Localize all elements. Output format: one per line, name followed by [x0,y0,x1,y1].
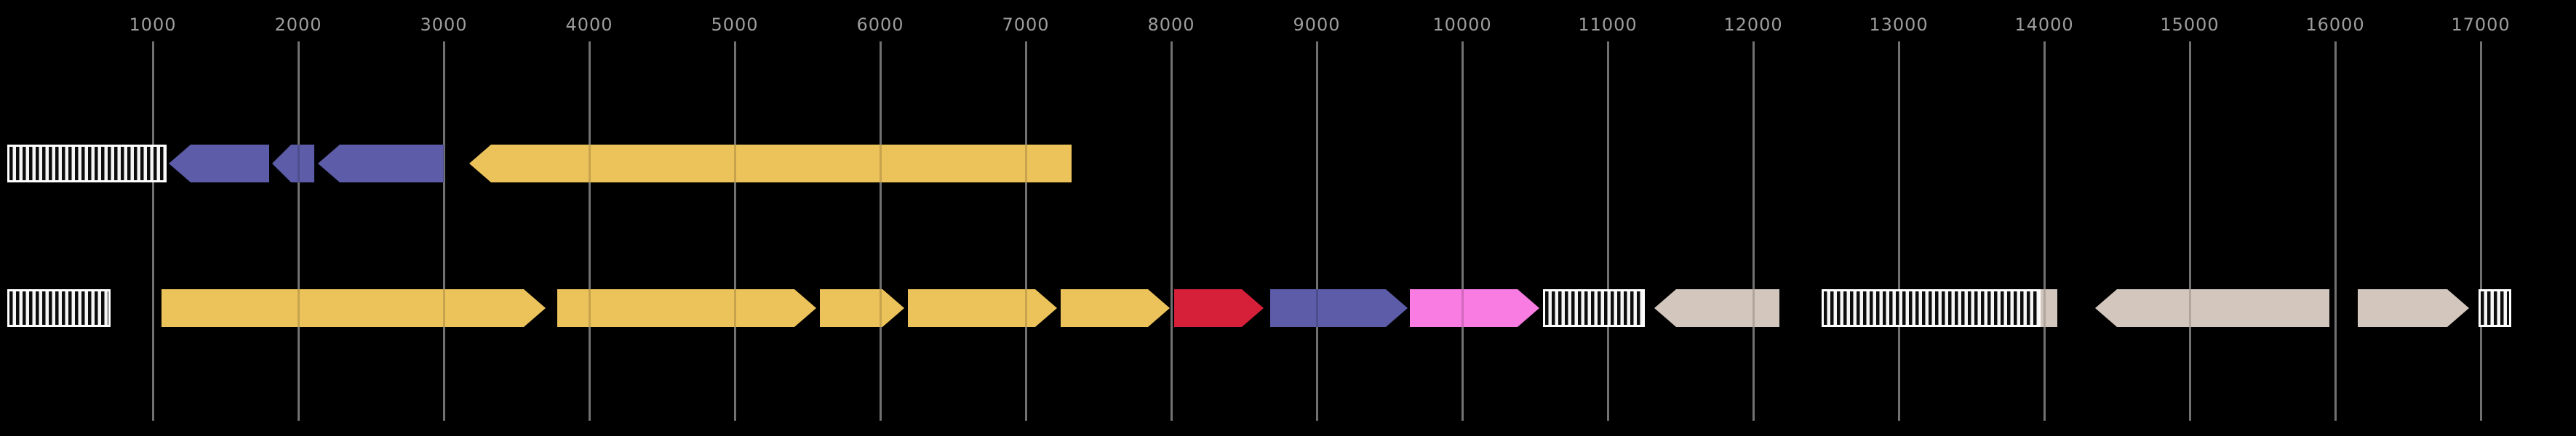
axis-gridline-shade [588,41,591,421]
axis-tick-label: 3000 [420,15,468,35]
axis-gridline [442,41,445,421]
axis-gridline [2188,41,2191,421]
axis-gridline-shade [2043,41,2046,421]
axis-gridline [151,41,154,421]
gene-arrow-right [1410,289,1539,327]
gene-arrow-right [1061,289,1170,327]
hatched-feature-box [7,289,111,327]
axis-gridline-shade [1461,41,1464,421]
axis-gridline-shade [1315,41,1318,421]
axis-tick-label: 8000 [1147,15,1195,35]
axis-gridline-shade [1170,41,1173,421]
axis-tick-label: 17000 [2451,15,2511,35]
axis-tick-label: 12000 [1723,15,1783,35]
gene-arrow-right [908,289,1057,327]
axis-gridline [2043,41,2046,421]
axis-gridline [1752,41,1755,421]
axis-gridline-shade [1024,41,1027,421]
axis-gridline-shade [1752,41,1755,421]
gene-arrow-right [557,289,816,327]
axis-tick-label: 10000 [1432,15,1492,35]
gene-arrow-left [2095,289,2329,327]
axis-tick-label: 14000 [2014,15,2074,35]
hatched-feature-box [7,145,167,182]
gene-arrow-right [162,289,546,327]
axis-tick-label: 7000 [1002,15,1050,35]
axis-tick-label: 2000 [274,15,322,35]
axis-tick-label: 4000 [565,15,613,35]
axis-gridline-shade [879,41,882,421]
axis-tick-label: 9000 [1293,15,1341,35]
axis-gridline [588,41,591,421]
axis-gridline [1461,41,1464,421]
gene-arrow-left [318,145,444,182]
axis-gridline [2334,41,2337,421]
axis-gridline [2479,41,2482,421]
axis-gridline-shade [2188,41,2191,421]
axis-gridline [879,41,882,421]
axis-gridline-shade [2334,41,2337,421]
gene-arrow-right [1270,289,1408,327]
axis-tick-label: 11000 [1578,15,1638,35]
gene-arrow-left [169,145,269,182]
axis-tick-label: 13000 [1869,15,1929,35]
axis-gridline-shade [733,41,736,421]
axis-tick-label: 5000 [711,15,759,35]
axis-tick-label: 1000 [129,15,177,35]
gene-arrow-left [272,145,314,182]
axis-gridline [297,41,300,421]
axis-gridline-shade [151,41,154,421]
axis-gridline [1606,41,1609,421]
axis-tick-label: 6000 [856,15,904,35]
gene-arrow-left [469,145,1072,182]
axis-tick-label: 15000 [2160,15,2220,35]
gene-arrow-right [820,289,904,327]
axis-gridline [1170,41,1173,421]
axis-gridline [1024,41,1027,421]
gene-arrow-right [1174,289,1264,327]
hatched-feature-box [2479,289,2511,327]
axis-gridline-shade [442,41,445,421]
hatched-feature-box [1543,289,1645,327]
axis-gridline [733,41,736,421]
gene-block [2041,289,2057,327]
gene-arrow-right [2358,289,2469,327]
axis-gridline-shade [297,41,300,421]
axis-gridline-shade [1897,41,1900,421]
axis-gridline-shade [2479,41,2482,421]
hatched-feature-box [1822,289,2041,327]
axis-gridline [1315,41,1318,421]
axis-tick-label: 16000 [2305,15,2365,35]
axis-gridline [1897,41,1900,421]
axis-gridline-shade [1606,41,1609,421]
gene-arrow-left [1654,289,1779,327]
